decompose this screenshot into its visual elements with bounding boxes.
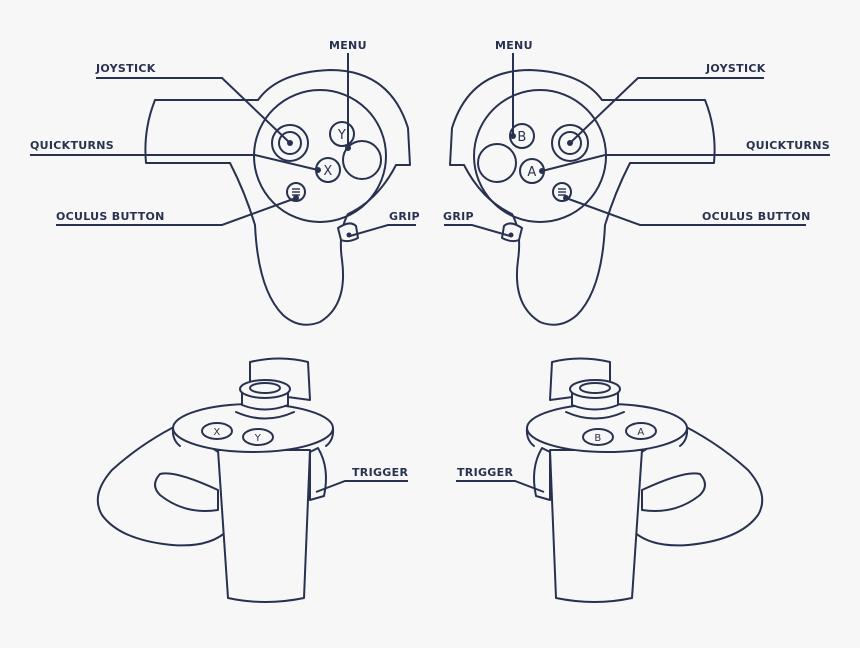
right-blank-button xyxy=(477,143,517,183)
left-controller-top-view: Y X JOYSTICK MENU QUICKTURNS OCULUS BUTT… xyxy=(30,39,420,326)
left-quickturns-label: QUICKTURNS xyxy=(30,139,114,152)
left-button-y[interactable] xyxy=(329,121,355,147)
right-handle xyxy=(549,449,643,603)
right-grip-button[interactable] xyxy=(501,222,523,243)
left-handle xyxy=(217,449,311,603)
right-controller-body-outline xyxy=(449,69,716,326)
right-quickturns-label: QUICKTURNS xyxy=(746,139,830,152)
left-face-rim xyxy=(171,427,181,447)
left-joystick-3d[interactable] xyxy=(235,379,295,420)
left-3d-button-y-label: Y xyxy=(254,433,262,444)
right-controller-top-view: B A JOYSTICK MENU QUICKTURNS OCULUS BUTT… xyxy=(443,39,830,326)
right-face-rim-left xyxy=(525,427,535,447)
right-face-top xyxy=(526,403,688,453)
left-grip-button[interactable] xyxy=(337,222,359,243)
right-trigger[interactable] xyxy=(533,447,551,501)
right-joystick-label: JOYSTICK xyxy=(705,62,766,75)
right-3d-button-b[interactable] xyxy=(582,428,614,446)
left-oculus-button-label: OCULUS BUTTON xyxy=(56,210,165,223)
right-grip-label: GRIP xyxy=(443,210,474,223)
left-top-leaders xyxy=(30,53,416,237)
right-oculus-button[interactable] xyxy=(552,182,572,202)
left-button-y-label: Y xyxy=(337,128,346,143)
left-trigger[interactable] xyxy=(309,447,327,501)
right-3d-button-a-label: A xyxy=(637,427,644,438)
left-controller-perspective-view: X Y TRIGGER xyxy=(96,357,408,603)
left-3d-button-x-label: X xyxy=(213,427,220,438)
right-controller-perspective-view: B A TRIGGER xyxy=(456,357,764,603)
left-controller-body-outline xyxy=(144,69,411,326)
left-button-x-label: X xyxy=(323,164,332,179)
left-face-rim-right xyxy=(325,427,335,447)
right-menu-label: MENU xyxy=(495,39,533,52)
left-joystick[interactable] xyxy=(271,124,309,162)
right-ring-inner xyxy=(641,472,706,512)
right-face-rim xyxy=(679,427,689,447)
left-3d-button-y[interactable] xyxy=(242,428,274,446)
left-face-plate xyxy=(253,89,387,223)
right-joystick[interactable] xyxy=(551,124,589,162)
left-grip-label: GRIP xyxy=(389,210,420,223)
right-oculus-button-label: OCULUS BUTTON xyxy=(702,210,811,223)
right-trigger-leader xyxy=(456,480,545,493)
right-button-b-label: B xyxy=(517,130,526,145)
left-blank-button xyxy=(342,140,382,180)
left-ring-inner xyxy=(154,472,219,512)
right-joystick-3d[interactable] xyxy=(565,379,625,420)
left-trigger-leader xyxy=(315,480,408,493)
left-menu-label: MENU xyxy=(329,39,367,52)
left-joystick-label: JOYSTICK xyxy=(95,62,156,75)
right-face-plate xyxy=(473,89,607,223)
right-top-leaders xyxy=(444,53,830,237)
left-3d-button-x[interactable] xyxy=(201,422,233,440)
right-3d-button-b-label: B xyxy=(594,433,601,444)
right-trigger-label: TRIGGER xyxy=(457,466,513,479)
right-button-a-label: A xyxy=(527,165,536,180)
left-trigger-label: TRIGGER xyxy=(352,466,408,479)
right-3d-button-a[interactable] xyxy=(625,422,657,440)
